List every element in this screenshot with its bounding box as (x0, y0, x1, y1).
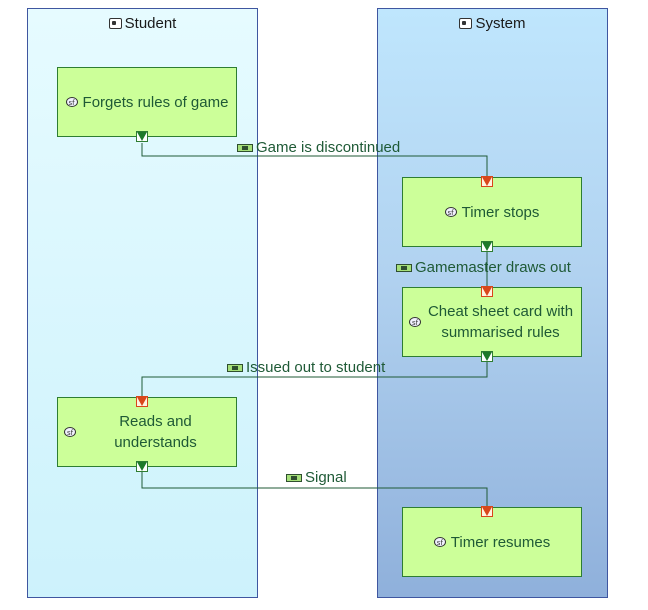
function-icon: sf (65, 97, 78, 107)
flow-label-gamemaster-draws[interactable]: Gamemaster draws out (396, 259, 571, 276)
flow-signal-text: Signal (305, 469, 347, 486)
function-timer-resumes[interactable]: sf Timer resumes (402, 507, 582, 577)
flow-gamemaster-draws-text: Gamemaster draws out (415, 259, 571, 276)
link-signal[interactable] (141, 468, 488, 508)
function-forgets-rules-label: Forgets rules of game (82, 93, 229, 111)
lane-student-title: Student (28, 15, 257, 32)
function-timer-resumes-label: Timer resumes (450, 533, 551, 551)
function-reads-understands[interactable]: sf Reads and understands (57, 397, 237, 467)
function-icon: sf (433, 537, 446, 547)
functional-exchange-icon (396, 263, 412, 272)
output-port-arrow-icon (482, 242, 492, 251)
swimlane-icon (108, 18, 122, 29)
output-port-arrow-icon (137, 462, 147, 471)
functional-exchange-icon (286, 473, 302, 482)
function-icon: sf (444, 207, 457, 217)
function-icon: sf (409, 317, 421, 327)
function-icon: sf (64, 427, 76, 437)
function-reads-understands-label: Reads and understands (114, 413, 197, 451)
input-port-arrow-icon (482, 507, 492, 516)
flow-label-issued-out[interactable]: Issued out to student (227, 359, 385, 376)
flow-game-discontinued-text: Game is discontinued (256, 139, 401, 156)
functional-exchange-icon (227, 363, 243, 372)
lane-system-title: System (378, 15, 607, 32)
functional-exchange-icon (237, 143, 253, 152)
output-port-arrow-icon (137, 132, 147, 141)
link-game-discontinued[interactable] (141, 143, 488, 178)
link-issued-out[interactable] (141, 358, 488, 398)
output-port-arrow-icon (482, 352, 492, 361)
lane-student-label: Student (124, 15, 177, 32)
function-forgets-rules[interactable]: sf Forgets rules of game (57, 67, 237, 137)
function-timer-stops[interactable]: sf Timer stops (402, 177, 582, 247)
input-port-arrow-icon (137, 397, 147, 406)
function-cheat-sheet[interactable]: sf Cheat sheet card with summarised rule… (402, 287, 582, 357)
lane-system-label: System (475, 15, 526, 32)
function-cheat-sheet-label: Cheat sheet card with summarised rules (427, 303, 574, 341)
input-port-arrow-icon (482, 177, 492, 186)
swimlane-icon (459, 18, 473, 29)
input-port-arrow-icon (482, 287, 492, 296)
flow-label-game-discontinued[interactable]: Game is discontinued (237, 139, 400, 156)
function-timer-stops-label: Timer stops (461, 203, 540, 221)
flow-issued-out-text: Issued out to student (246, 359, 386, 376)
flow-label-signal[interactable]: Signal (286, 469, 347, 486)
